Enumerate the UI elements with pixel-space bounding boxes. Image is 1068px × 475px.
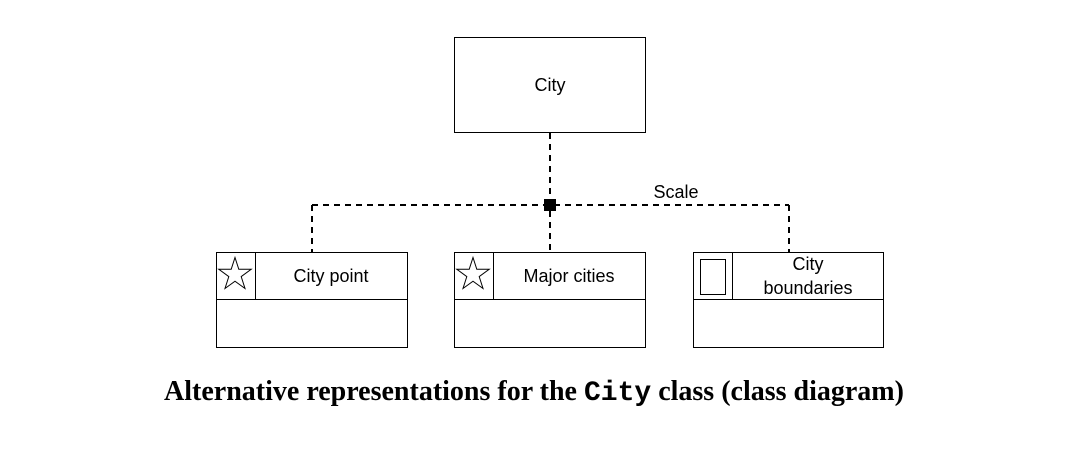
caption-prefix: Alternative representations for the	[164, 376, 584, 407]
association-label: Scale	[653, 182, 698, 202]
child-class-major-cities: Major cities	[454, 252, 646, 348]
child-class-label-line-2: boundaries	[763, 278, 852, 298]
star-icon	[455, 255, 491, 290]
rectangle-icon	[700, 259, 726, 295]
caption-code: City	[583, 378, 652, 409]
child-class-city-point: City point	[216, 252, 408, 348]
parent-class-box	[454, 37, 646, 133]
caption-suffix: class (class diagram)	[651, 376, 904, 407]
child-class-city-boundaries: City boundaries	[693, 252, 884, 348]
child-class-label: Major cities	[523, 266, 614, 286]
figure-caption: Alternative representations for the City…	[0, 376, 1068, 409]
child-class-label: City point	[293, 266, 368, 286]
parent-class-label: City	[535, 75, 566, 95]
class-diagram: City Scale City point Major cities City …	[216, 37, 884, 348]
parent-class-city: City	[454, 37, 646, 133]
star-icon	[217, 255, 253, 290]
association-node	[544, 199, 556, 211]
child-class-label-line-1: City	[793, 254, 824, 274]
association-connectors: Scale	[311, 133, 790, 252]
